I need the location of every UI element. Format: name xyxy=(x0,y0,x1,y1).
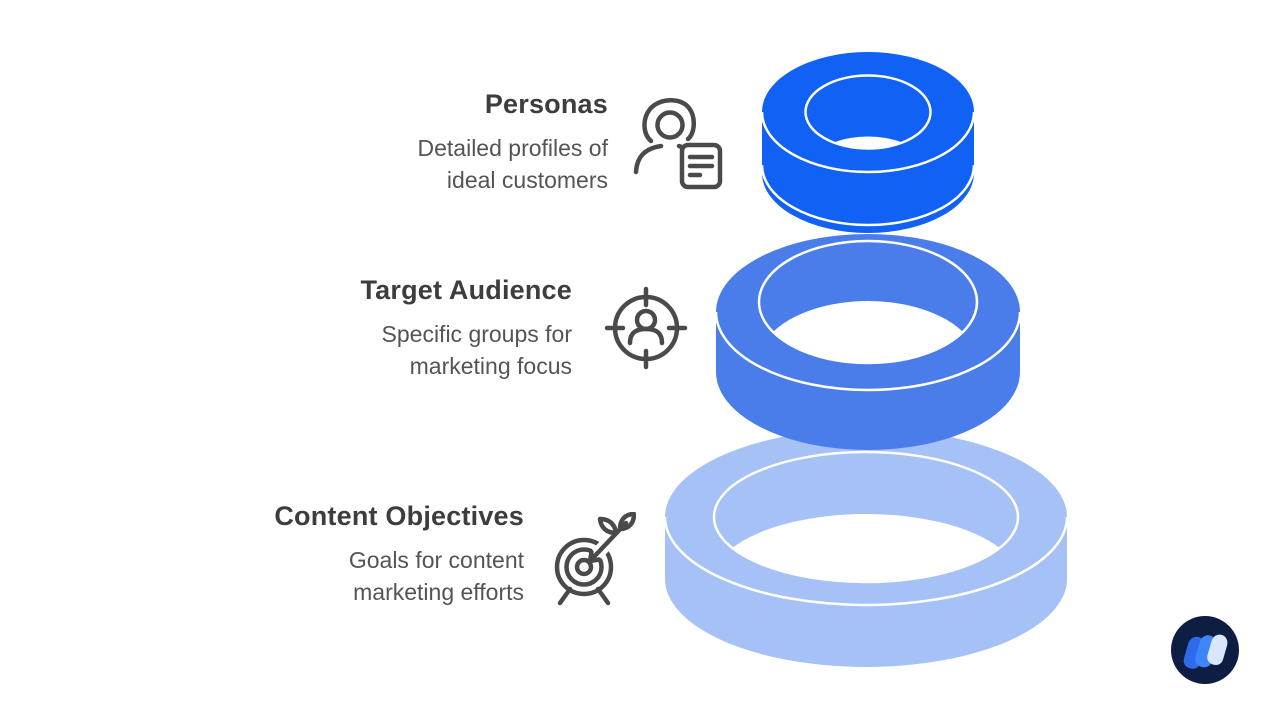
personas-title: Personas xyxy=(484,89,608,119)
ring-hole-opening xyxy=(773,301,963,363)
ring-hole-opening xyxy=(732,513,1000,583)
ring-hole-outline xyxy=(712,450,1020,584)
ring-hole-outline xyxy=(757,239,979,365)
label-content-objectives: Content Objectives Goals for content mar… xyxy=(274,500,524,608)
ring-outer-wall xyxy=(665,517,1067,667)
ring-hole-opening xyxy=(833,136,903,149)
audience-target-icon xyxy=(602,284,690,377)
brand-logo[interactable] xyxy=(1169,614,1241,686)
person-shoulders xyxy=(627,326,665,346)
target-audience-title: Target Audience xyxy=(360,275,572,305)
personas-description: Detailed profiles of ideal customers xyxy=(417,135,609,193)
ring-rim-line xyxy=(760,111,976,174)
dartboard-stand-legs xyxy=(557,586,611,606)
ring-lower-rim-line xyxy=(760,164,976,227)
ring-target-audience xyxy=(714,234,1022,450)
arrow-head xyxy=(587,549,602,564)
dartboard-middle-ring xyxy=(564,547,604,587)
dartboard-outer-ring xyxy=(554,537,614,597)
arrow-fletching-right xyxy=(617,511,637,532)
face-outline xyxy=(655,110,685,140)
persona-profile-icon xyxy=(630,95,726,196)
ring-top-face xyxy=(762,52,974,172)
ring-rim-line xyxy=(663,516,1069,607)
person-head xyxy=(634,308,658,332)
dartboard-bullseye xyxy=(574,557,594,577)
ring-outer-wall xyxy=(716,312,1020,450)
ring-hole-outline xyxy=(804,74,932,150)
ring-inner-wall xyxy=(805,75,931,149)
label-personas: Personas Detailed profiles of ideal cust… xyxy=(418,88,609,196)
arrow-fletching-left xyxy=(597,516,619,536)
document-text-lines xyxy=(687,154,715,178)
shoulder-line xyxy=(633,143,664,175)
ring-top-face xyxy=(716,234,1020,390)
ring-personas xyxy=(760,52,976,233)
ring-rim-line xyxy=(714,311,1022,392)
crosshair-ticks xyxy=(604,286,688,370)
content-objectives-description: Goals for content marketing efforts xyxy=(348,547,524,605)
label-target-audience: Target Audience Specific groups for mark… xyxy=(360,274,572,382)
goal-dartboard-icon xyxy=(546,511,637,613)
target-audience-description: Specific groups for marketing focus xyxy=(381,321,572,379)
ring-content-objectives xyxy=(663,428,1069,667)
content-objectives-title: Content Objectives xyxy=(274,501,524,531)
logo-petal-3 xyxy=(1207,634,1228,665)
hair-outline xyxy=(642,98,696,144)
